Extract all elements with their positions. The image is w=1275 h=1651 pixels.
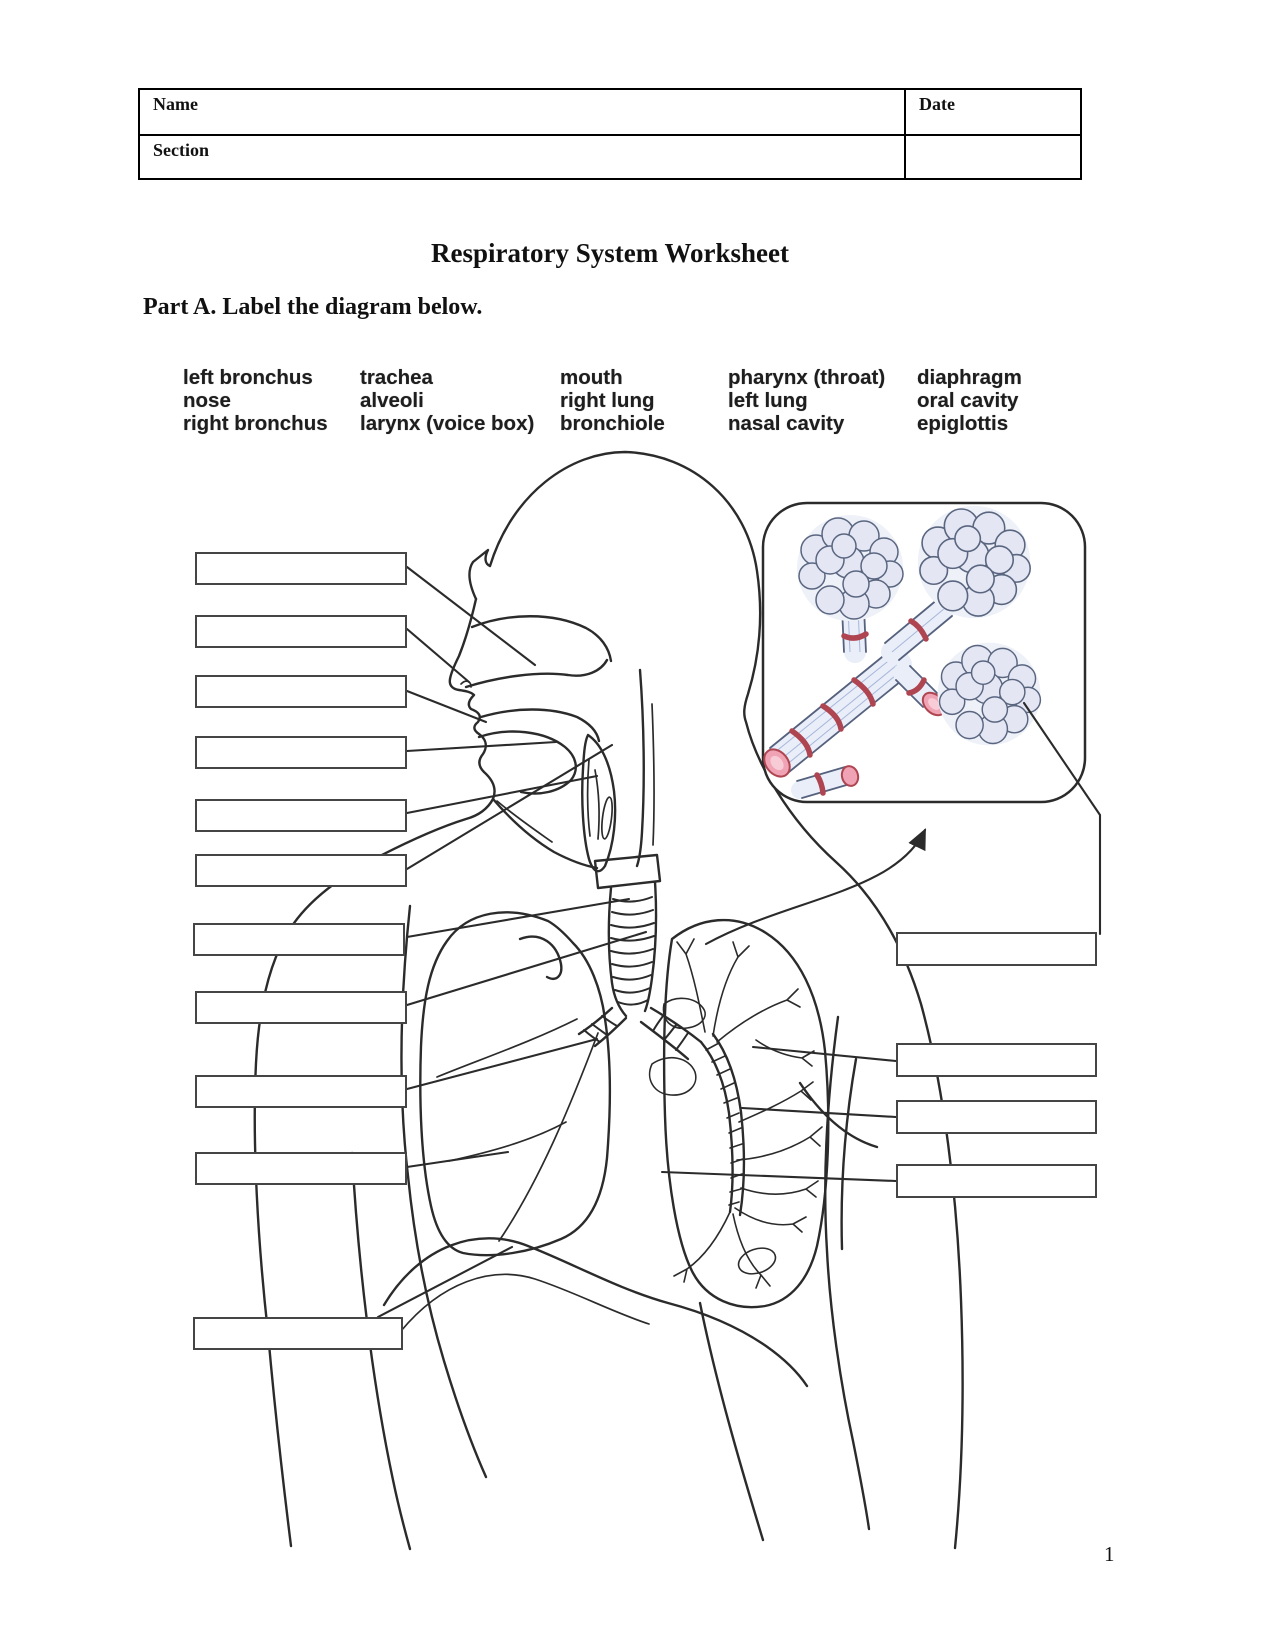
bronchi-art xyxy=(577,1006,703,1061)
answer-box-right-3[interactable] xyxy=(896,1100,1097,1134)
word-bank-term: right lung xyxy=(560,389,655,412)
answer-box-right-1[interactable] xyxy=(896,932,1097,966)
answer-box-left-2[interactable] xyxy=(195,615,407,648)
word-bank-column: diaphragm oral cavity epiglottis xyxy=(917,366,1022,435)
word-bank-term: diaphragm xyxy=(917,366,1022,389)
date-cell[interactable]: Date xyxy=(906,90,1080,136)
answer-box-left-3[interactable] xyxy=(195,675,407,708)
part-a-heading: Part A. Label the diagram below. xyxy=(143,294,483,320)
page-number: 1 xyxy=(1104,1542,1115,1566)
word-bank-term: left bronchus xyxy=(183,366,313,389)
header-table: Name Date Section xyxy=(138,88,1082,180)
word-bank-column: left bronchus nose right bronchus xyxy=(183,366,328,435)
word-bank-term: nasal cavity xyxy=(728,412,845,435)
answer-box-left-8[interactable] xyxy=(195,991,407,1024)
word-bank-term: epiglottis xyxy=(917,412,1009,435)
word-bank-term: trachea xyxy=(360,366,433,389)
answer-box-left-10[interactable] xyxy=(195,1152,407,1185)
answer-box-left-6[interactable] xyxy=(195,854,407,887)
word-bank-term: larynx (voice box) xyxy=(360,412,535,435)
word-bank-term: pharynx (throat) xyxy=(728,366,886,389)
alveoli-inset xyxy=(761,501,1087,804)
answer-box-left-9[interactable] xyxy=(195,1075,407,1108)
answer-box-left-7[interactable] xyxy=(193,923,405,956)
page-title: Respiratory System Worksheet xyxy=(431,238,789,268)
word-bank-term: left lung xyxy=(728,389,808,412)
diaphragm-art xyxy=(382,1237,809,1388)
right-lung-art xyxy=(419,911,611,1257)
answer-box-left-5[interactable] xyxy=(195,799,407,832)
word-bank-term: oral cavity xyxy=(917,389,1019,412)
section-label: Section xyxy=(153,140,209,160)
answer-box-right-2[interactable] xyxy=(896,1043,1097,1077)
oral-cavity-art xyxy=(477,708,601,843)
word-bank-column: pharynx (throat) left lung nasal cavity xyxy=(728,366,885,435)
bronchial-tree-art xyxy=(648,938,823,1289)
word-bank-column: mouth right lung bronchiole xyxy=(560,366,665,435)
name-label: Name xyxy=(153,94,198,114)
trachea-art xyxy=(607,880,658,1018)
name-cell[interactable]: Name xyxy=(140,90,906,136)
left-lung-art xyxy=(662,918,830,1309)
answer-box-right-4[interactable] xyxy=(896,1164,1097,1198)
date-label: Date xyxy=(919,94,955,114)
answer-box-left-11[interactable] xyxy=(193,1317,403,1350)
word-bank-term: mouth xyxy=(560,366,623,389)
inset-to-box-line xyxy=(1022,701,1102,936)
word-bank-column: trachea alveoli larynx (voice box) xyxy=(360,366,534,435)
arrow-to-inset xyxy=(704,828,927,946)
head-and-body-outline xyxy=(253,450,964,1551)
word-bank-term: bronchiole xyxy=(560,412,665,435)
word-bank-term: alveoli xyxy=(360,389,424,412)
leader-lines xyxy=(376,565,898,1319)
word-bank-term: right bronchus xyxy=(183,412,328,435)
answer-box-left-1[interactable] xyxy=(195,552,407,585)
answer-box-left-4[interactable] xyxy=(195,736,407,769)
epiglottis-larynx-art xyxy=(581,733,662,890)
pharynx-art xyxy=(635,668,655,868)
word-bank-term: nose xyxy=(183,389,231,412)
section-cell[interactable]: Section xyxy=(140,136,906,178)
